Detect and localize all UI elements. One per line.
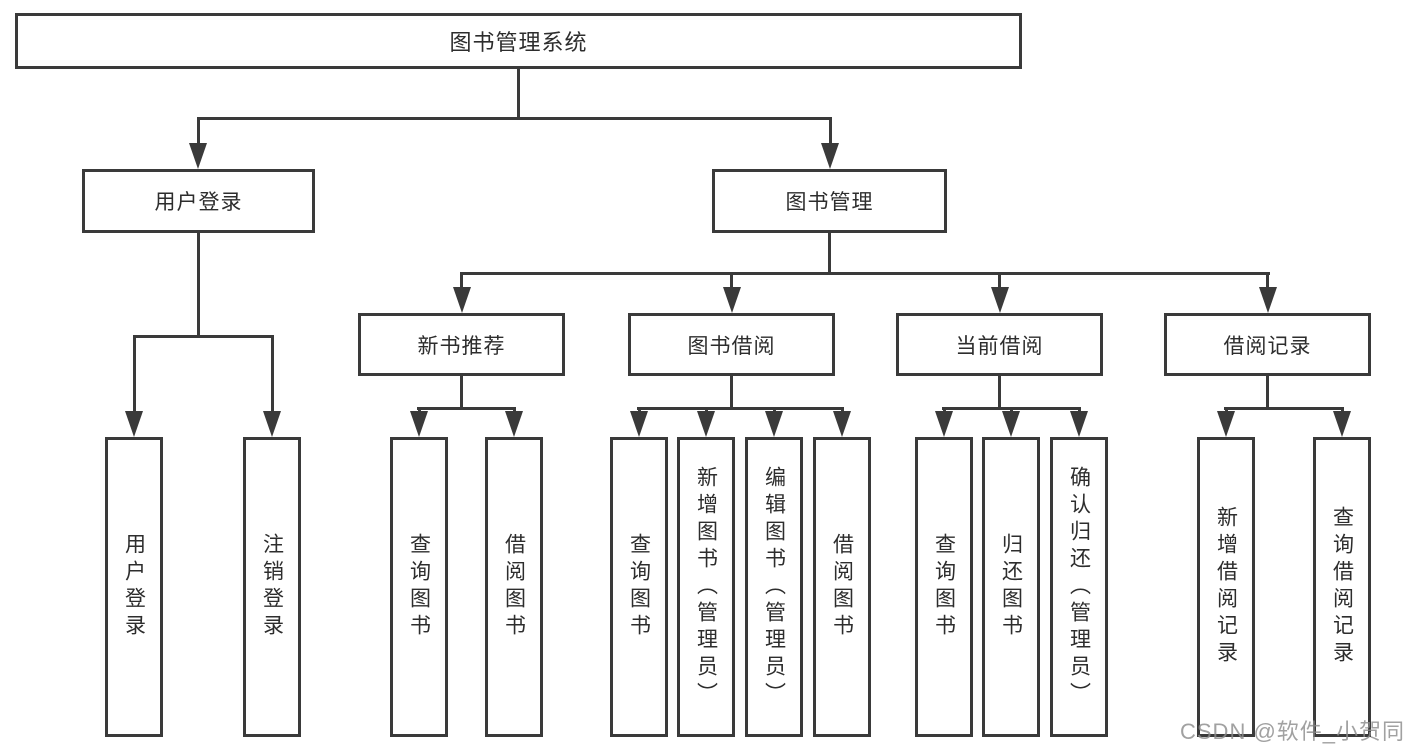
connector-stub (998, 376, 1001, 410)
connector-root-stub (517, 69, 520, 120)
connector-book-mgmt-stub (828, 233, 831, 275)
connector-stem (705, 407, 708, 414)
arrowhead-down (1002, 411, 1020, 437)
connector-user-login-horizontal (133, 335, 274, 338)
leaf-edit-books-admin-label: 编辑图书（管理员） (762, 465, 786, 709)
arrowhead-down (765, 411, 783, 437)
leaf-confirm-return-admin: 确认归还（管理员） (1050, 437, 1108, 737)
connector-level1-horizontal (197, 117, 832, 120)
node-current-borrow: 当前借阅 (896, 313, 1103, 376)
leaf-edit-books-admin: 编辑图书（管理员） (745, 437, 803, 737)
arrowhead-down (833, 411, 851, 437)
watermark: CSDN @软件_小贺同学 (1180, 719, 1405, 744)
connector-stub (460, 376, 463, 410)
node-book-borrow-label: 图书借阅 (687, 334, 776, 358)
connector-stub (730, 376, 733, 410)
connector-stem (829, 117, 832, 144)
leaf-borrow-books-borrow: 借阅图书 (813, 437, 871, 737)
node-user-login: 用户登录 (82, 169, 315, 233)
node-user-login-label: 用户登录 (154, 191, 243, 214)
leaf-return-books-label: 归还图书 (999, 533, 1023, 641)
arrowhead-down (630, 411, 648, 437)
node-book-management-label: 图书管理 (785, 191, 874, 214)
connector-level3-horizontal (460, 272, 1270, 275)
leaf-borrow-books-recommend: 借阅图书 (485, 437, 543, 737)
connector-user-login-stub (197, 233, 200, 338)
connector-stem (1078, 407, 1081, 414)
leaf-return-books: 归还图书 (982, 437, 1040, 737)
connector-stem (460, 272, 463, 288)
arrowhead-down (697, 411, 715, 437)
arrowhead-down (1259, 287, 1277, 313)
connector-horizontal (417, 407, 516, 410)
leaf-query-books-borrow-label: 查询图书 (627, 533, 651, 641)
arrowhead-down (263, 411, 281, 437)
leaf-user-login: 用户登录 (105, 437, 163, 737)
connector-stem (730, 272, 733, 288)
arrowhead-down (410, 411, 428, 437)
node-borrow-records: 借阅记录 (1164, 313, 1371, 376)
arrowhead-down (453, 287, 471, 313)
connector-stub (1266, 376, 1269, 410)
connector-stem (998, 272, 1001, 288)
connector-stem (943, 407, 946, 414)
node-new-book-recommend-label: 新书推荐 (417, 334, 506, 358)
leaf-logout-label: 注销登录 (260, 533, 284, 641)
arrowhead-down (723, 287, 741, 313)
leaf-add-books-admin: 新增图书（管理员） (677, 437, 735, 737)
leaf-query-borrow-record-label: 查询借阅记录 (1330, 506, 1354, 668)
arrowhead-down (505, 411, 523, 437)
node-new-book-recommend: 新书推荐 (358, 313, 565, 376)
arrowhead-down (1217, 411, 1235, 437)
leaf-query-books-recommend: 查询图书 (390, 437, 448, 737)
arrowhead-down (189, 143, 207, 169)
leaf-borrow-books-borrow-label: 借阅图书 (830, 533, 854, 641)
leaf-query-books-recommend-label: 查询图书 (407, 533, 431, 641)
connector-stem (1225, 407, 1228, 414)
node-root: 图书管理系统 (15, 13, 1022, 69)
connector-stem (133, 335, 136, 413)
arrowhead-down (935, 411, 953, 437)
leaf-add-borrow-record-label: 新增借阅记录 (1214, 506, 1238, 668)
node-borrow-records-label: 借阅记录 (1223, 334, 1312, 358)
connector-stem (1266, 272, 1269, 288)
connector-stem (638, 407, 641, 414)
leaf-query-books-current: 查询图书 (915, 437, 973, 737)
leaf-add-borrow-record: 新增借阅记录 (1197, 437, 1255, 737)
arrowhead-down (1333, 411, 1351, 437)
node-book-borrow: 图书借阅 (628, 313, 835, 376)
connector-stem (1341, 407, 1344, 414)
leaf-borrow-books-recommend-label: 借阅图书 (502, 533, 526, 641)
leaf-user-login-label: 用户登录 (122, 533, 146, 641)
leaf-query-books-current-label: 查询图书 (932, 533, 956, 641)
arrowhead-down (1070, 411, 1088, 437)
node-root-label: 图书管理系统 (449, 30, 588, 55)
arrowhead-down (821, 143, 839, 169)
leaf-add-books-admin-label: 新增图书（管理员） (694, 465, 718, 709)
node-book-management: 图书管理 (712, 169, 947, 233)
connector-stem (513, 407, 516, 414)
leaf-confirm-return-admin-label: 确认归还（管理员） (1067, 465, 1091, 709)
connector-horizontal (1224, 407, 1344, 410)
connector-stem (1010, 407, 1013, 414)
connector-horizontal (637, 407, 843, 410)
connector-stem (841, 407, 844, 414)
arrowhead-down (991, 287, 1009, 313)
connector-stem (773, 407, 776, 414)
node-current-borrow-label: 当前借阅 (955, 334, 1044, 358)
leaf-query-borrow-record: 查询借阅记录 (1313, 437, 1371, 737)
leaf-logout: 注销登录 (243, 437, 301, 737)
arrowhead-down (125, 411, 143, 437)
leaf-query-books-borrow: 查询图书 (610, 437, 668, 737)
connector-stem (197, 117, 200, 144)
connector-stem (418, 407, 421, 414)
connector-stem (271, 335, 274, 413)
